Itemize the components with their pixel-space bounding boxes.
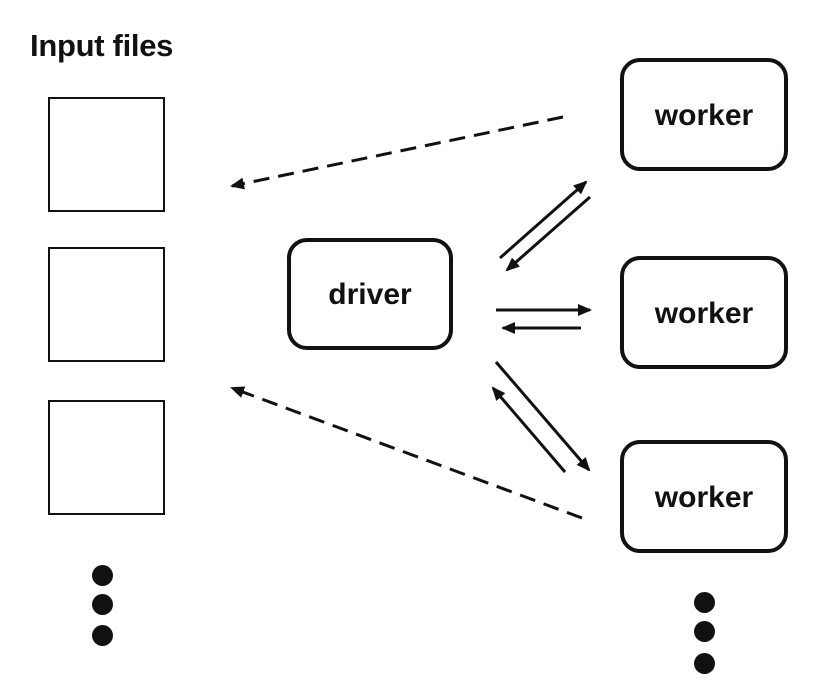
ellipsis-dot — [694, 592, 715, 613]
driver-to-worker-arrow — [494, 361, 591, 472]
worker-node-1: worker — [620, 58, 788, 171]
worker-label: worker — [654, 98, 754, 132]
worker-label: worker — [654, 480, 754, 514]
worker-to-driver-arrow — [491, 386, 567, 473]
ellipsis-dot — [694, 653, 715, 674]
driver-label: driver — [328, 278, 412, 311]
worker-node-3: worker — [620, 440, 788, 553]
input-file-box-2 — [48, 247, 165, 362]
worker-node-2: worker — [620, 256, 788, 369]
driver-node: driver — [287, 238, 453, 350]
input-file-box-1 — [48, 97, 165, 212]
driver-to-worker-arrow — [499, 180, 588, 260]
input-file-box-3 — [48, 400, 165, 515]
ellipsis-dot — [92, 625, 113, 646]
worker-to-files-dashed-arrow — [230, 115, 564, 190]
ellipsis-dot — [92, 565, 113, 586]
worker-to-files-dashed-arrow — [230, 386, 583, 520]
ellipsis-dot — [694, 621, 715, 642]
worker-to-driver-arrow — [505, 195, 591, 272]
diagram-title: Input files — [30, 28, 174, 63]
worker-label: worker — [654, 296, 754, 330]
ellipsis-dot — [92, 594, 113, 615]
